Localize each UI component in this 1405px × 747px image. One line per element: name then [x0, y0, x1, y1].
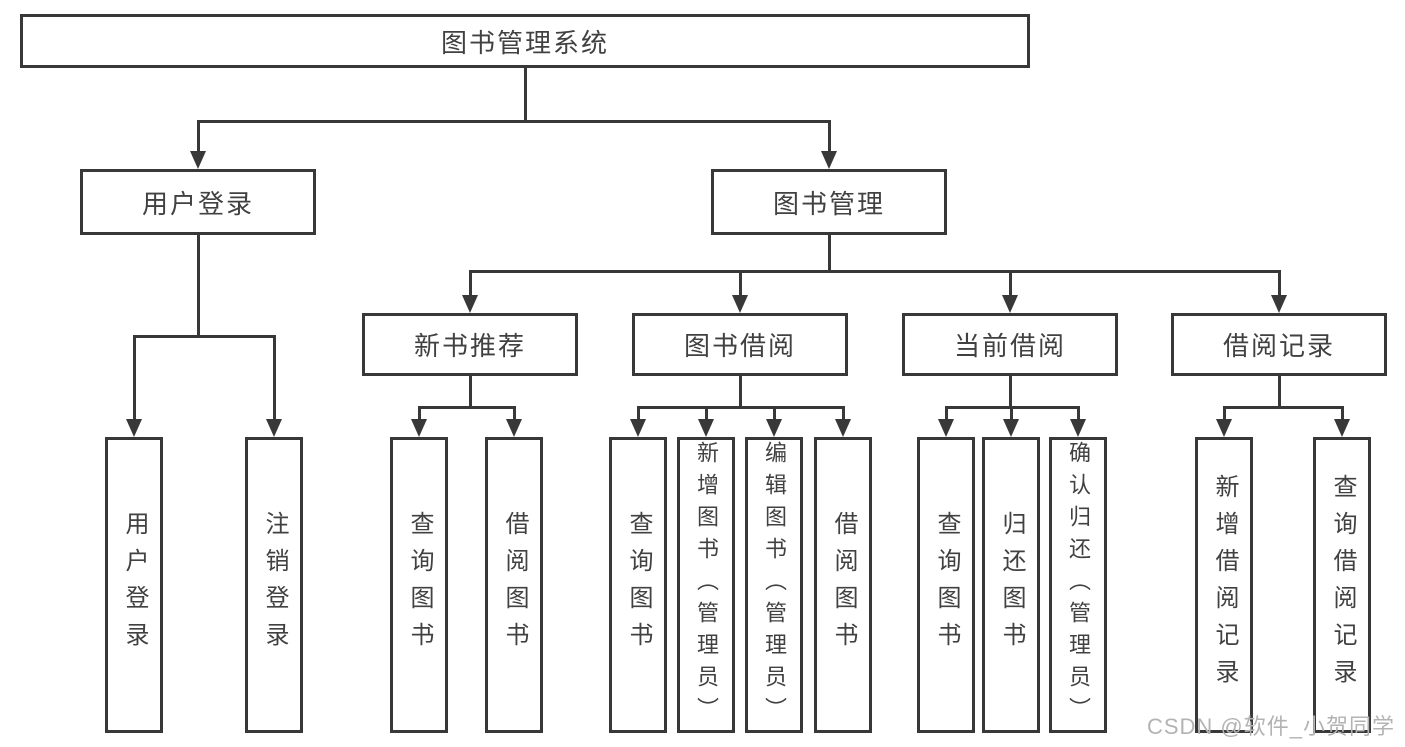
connector-stub-borrow-records [1278, 270, 1281, 296]
leaf-borrow-query-books-label: 查询图书 [625, 511, 652, 659]
leaf-user-login: 用户登录 [105, 437, 163, 733]
arrow-down-icon [938, 419, 954, 437]
leaf-current-query-books-label: 查询图书 [933, 511, 960, 659]
node-new-book-recommend-label: 新书推荐 [413, 331, 526, 361]
connector-stub-new-book [469, 270, 472, 296]
connector-new-book-hbar [418, 406, 515, 409]
connector-stub [773, 406, 776, 421]
arrow-down-icon [1334, 419, 1350, 437]
arrow-down-icon [126, 419, 142, 437]
connector-stub [842, 406, 845, 421]
connector-stub-current-borrow [1009, 270, 1012, 296]
node-book-management-label: 图书管理 [772, 188, 885, 219]
leaf-add-borrow-record: 新增借阅记录 [1195, 437, 1253, 733]
node-borrow-records: 借阅记录 [1171, 313, 1387, 376]
connector-stub [418, 406, 421, 421]
node-current-borrow-label: 当前借阅 [953, 331, 1066, 361]
leaf-query-borrow-record-label: 查询借阅记录 [1329, 474, 1356, 696]
leaf-borrow-query-books: 查询图书 [609, 437, 667, 733]
connector-stub [513, 406, 516, 421]
leaf-confirm-return-admin: 确认归还（管理员） [1049, 437, 1107, 733]
connector-root-vline [524, 68, 527, 121]
arrow-down-icon [766, 419, 782, 437]
connector-borrow-records-hbar [1223, 406, 1343, 409]
connector-stub-book-borrow [739, 270, 742, 296]
leaf-logout-label: 注销登录 [261, 511, 288, 659]
arrow-down-icon [835, 419, 851, 437]
connector-book-borrow-hbar [637, 406, 844, 409]
arrow-down-icon [1070, 419, 1086, 437]
connector-stub [1077, 406, 1080, 421]
csdn-watermark: CSDN @软件_小贺同学 [1146, 714, 1395, 739]
arrow-down-icon [1271, 295, 1287, 313]
arrow-down-icon [821, 151, 837, 169]
node-book-borrow: 图书借阅 [632, 313, 848, 376]
connector-stub [637, 406, 640, 421]
connector-borrow-records-vline [1278, 376, 1281, 408]
leaf-edit-books-admin-label: 编辑图书（管理员） [762, 441, 787, 729]
arrow-down-icon [506, 419, 522, 437]
leaf-recommend-borrow-books: 借阅图书 [485, 437, 543, 733]
arrow-down-icon [462, 295, 478, 313]
connector-stub [945, 406, 948, 421]
connector-stub [1341, 406, 1344, 421]
connector-stub [1010, 406, 1013, 421]
arrow-down-icon [411, 419, 427, 437]
connector-current-borrow-vline [1009, 376, 1012, 408]
leaf-user-login-label: 用户登录 [121, 511, 148, 659]
leaf-recommend-query-books-label: 查询图书 [406, 511, 433, 659]
leaf-return-books-label: 归还图书 [998, 511, 1025, 659]
leaf-current-query-books: 查询图书 [917, 437, 975, 733]
arrow-down-icon [698, 419, 714, 437]
connector-stub-leaf-logout [273, 335, 276, 420]
connector-stub [1223, 406, 1226, 421]
leaf-add-books-admin-label: 新增图书（管理员） [694, 441, 719, 729]
node-book-borrow-label: 图书借阅 [683, 331, 796, 361]
node-borrow-records-label: 借阅记录 [1222, 331, 1335, 361]
node-new-book-recommend: 新书推荐 [362, 313, 578, 376]
leaf-edit-books-admin: 编辑图书（管理员） [745, 437, 803, 733]
connector-stub [705, 406, 708, 421]
connector-level2-hbar [197, 120, 830, 123]
connector-book-borrow-vline [739, 376, 742, 408]
connector-user-login-vline [197, 235, 200, 335]
leaf-borrow-books: 借阅图书 [814, 437, 872, 733]
connector-stub-leaf-user-login [133, 335, 136, 420]
arrow-down-icon [266, 419, 282, 437]
connector-stub-user-login [197, 120, 200, 152]
connector-new-book-vline [469, 376, 472, 408]
arrow-down-icon [630, 419, 646, 437]
arrow-down-icon [1002, 295, 1018, 313]
leaf-query-borrow-record: 查询借阅记录 [1313, 437, 1371, 733]
leaf-logout: 注销登录 [245, 437, 303, 733]
node-user-login-label: 用户登录 [141, 188, 254, 219]
node-user-login: 用户登录 [80, 169, 316, 235]
node-book-management: 图书管理 [711, 169, 947, 235]
leaf-add-borrow-record-label: 新增借阅记录 [1211, 474, 1238, 696]
leaf-add-books-admin: 新增图书（管理员） [677, 437, 735, 733]
connector-stub-book-management [828, 120, 831, 152]
connector-book-management-vline [828, 235, 831, 273]
node-current-borrow: 当前借阅 [902, 313, 1118, 376]
node-root: 图书管理系统 [20, 14, 1030, 68]
leaf-recommend-borrow-books-label: 借阅图书 [501, 511, 528, 659]
arrow-down-icon [732, 295, 748, 313]
arrow-down-icon [190, 151, 206, 169]
leaf-borrow-books-label: 借阅图书 [830, 511, 857, 659]
connector-level3-hbar [469, 270, 1281, 273]
arrow-down-icon [1216, 419, 1232, 437]
leaf-return-books: 归还图书 [982, 437, 1040, 733]
leaf-confirm-return-admin-label: 确认归还（管理员） [1066, 441, 1091, 729]
arrow-down-icon [1003, 419, 1019, 437]
node-root-label: 图书管理系统 [440, 27, 609, 58]
leaf-recommend-query-books: 查询图书 [390, 437, 448, 733]
connector-user-login-hbar [133, 335, 276, 338]
